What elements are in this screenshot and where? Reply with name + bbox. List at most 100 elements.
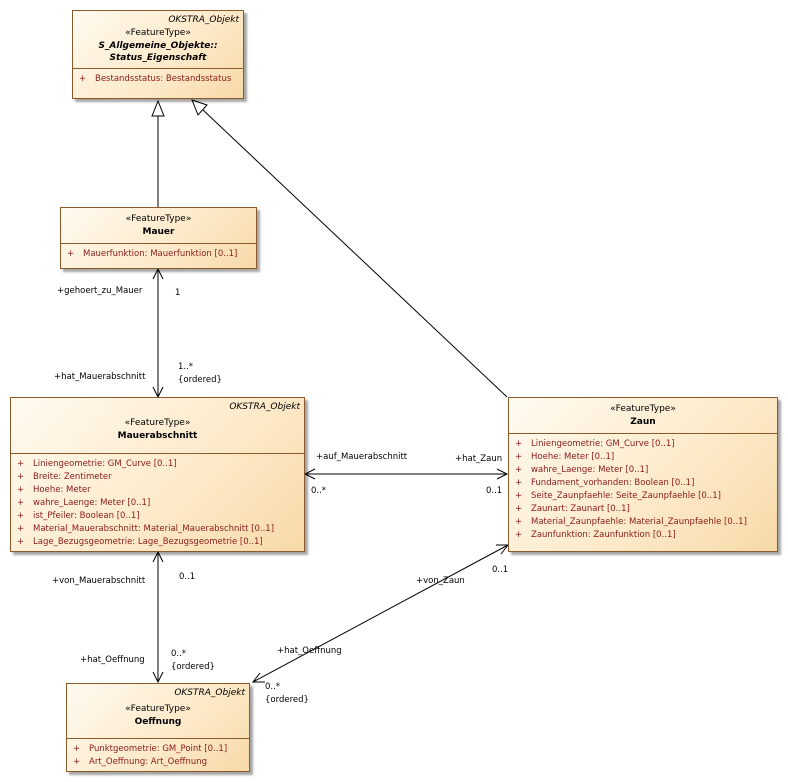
arrowhead-to-mauer bbox=[152, 267, 164, 280]
visibility-marker: + bbox=[17, 524, 25, 534]
generalization-arrowhead-mauer bbox=[151, 99, 165, 117]
arrowhead-to-zaun bbox=[496, 468, 509, 480]
attribute-text: ist_Pfeiler: Boolean [0..1] bbox=[33, 511, 140, 521]
attribute-text: Hoehe: Meter [0..1] bbox=[531, 452, 615, 462]
multiplicity-mauer: 1 bbox=[175, 288, 181, 298]
attribute-text: wahre_Laenge: Meter [0..1] bbox=[531, 465, 649, 475]
attribute-text: Punktgeometrie: GM_Point [0..1] bbox=[89, 744, 228, 754]
attribute-text: Mauerfunktion: Mauerfunktion [0..1] bbox=[83, 249, 238, 259]
attribute-text: Zaunart: Zaunart [0..1] bbox=[531, 504, 630, 514]
attribute-row: + Liniengeometrie: GM_Curve [0..1] bbox=[15, 458, 300, 471]
attribute-row: + Mauerfunktion: Mauerfunktion [0..1] bbox=[65, 248, 252, 261]
class-header: «FeatureType» Mauer bbox=[61, 208, 256, 244]
visibility-marker: + bbox=[515, 478, 523, 488]
attribute-row: + Punktgeometrie: GM_Point [0..1] bbox=[71, 743, 245, 756]
tagged-value: OKSTRA_Objekt bbox=[168, 15, 239, 25]
attribute-text: Material_Zaunpfaehle: Material_Zaunpfaeh… bbox=[531, 517, 747, 527]
attribute-list: + Mauerfunktion: Mauerfunktion [0..1] bbox=[61, 244, 256, 265]
multiplicity-hat-zaun: 0..1 bbox=[486, 486, 503, 496]
visibility-marker: + bbox=[79, 74, 87, 84]
visibility-marker: + bbox=[67, 249, 75, 259]
visibility-marker: + bbox=[515, 439, 523, 449]
visibility-marker: + bbox=[515, 452, 523, 462]
class-name: Mauerabschnitt bbox=[117, 431, 198, 441]
class-name-package: S_Allgemeine_Objekte:: bbox=[98, 41, 218, 51]
attribute-row: + Art_Oeffnung: Art_Oeffnung bbox=[71, 756, 245, 769]
class-mauer[interactable]: «FeatureType» Mauer + Mauerfunktion: Maue… bbox=[60, 207, 257, 269]
class-zaun[interactable]: «FeatureType» Zaun + Liniengeometrie: GM_… bbox=[508, 397, 778, 552]
stereotype: «FeatureType» bbox=[125, 28, 191, 38]
attribute-list: + Liniengeometrie: GM_Curve [0..1] +Breite… bbox=[11, 454, 304, 553]
attribute-text: wahre_Laenge: Meter [0..1] bbox=[33, 498, 151, 508]
visibility-marker: + bbox=[515, 465, 523, 475]
role-hat-mauerabschnitt: +hat_Mauerabschnitt bbox=[54, 372, 146, 382]
visibility-marker: + bbox=[17, 459, 25, 469]
visibility-marker: + bbox=[73, 744, 81, 754]
attribute-row: + Hoehe: Meter [0..1] bbox=[513, 451, 773, 464]
attribute-list: + Liniengeometrie: GM_Curve [0..1] + Hoehe:… bbox=[509, 434, 777, 546]
stereotype: «FeatureType» bbox=[124, 418, 191, 428]
attribute-text: Zaunfunktion: Zaunfunktion [0..1] bbox=[531, 530, 676, 540]
multiplicity-auf-mauerabschnitt: 0..* bbox=[311, 486, 327, 496]
attribute-row: + Material_Mauerabschnitt: Material_Mauer… bbox=[15, 523, 300, 536]
arrowhead-to-oeffnung-right bbox=[251, 672, 265, 683]
role-von-mauerabschnitt: +von_Mauerabschnitt bbox=[52, 576, 146, 586]
multiplicity-von-mauerabschnitt: 0..1 bbox=[179, 572, 196, 582]
constraint-ordered-oeffnung-right: {ordered} bbox=[265, 695, 309, 705]
visibility-marker: + bbox=[17, 511, 25, 521]
role-von-zaun: +von_Zaun bbox=[416, 576, 465, 586]
association-zaun-oeffnung bbox=[252, 544, 509, 683]
role-hat-oeffnung-right: +hat_Oeffnung bbox=[277, 646, 342, 656]
attribute-text: Liniengeometrie: GM_Curve [0..1] bbox=[33, 459, 177, 469]
visibility-marker: + bbox=[17, 472, 25, 482]
role-hat-oeffnung-left: +hat_Oeffnung bbox=[80, 655, 145, 665]
visibility-marker: + bbox=[17, 485, 25, 495]
visibility-marker: + bbox=[73, 757, 81, 767]
constraint-ordered-mauerabschnitt: {ordered} bbox=[178, 375, 222, 385]
tagged-value: OKSTRA_Objekt bbox=[174, 688, 245, 698]
arrowhead-to-mauerabschnitt-v bbox=[152, 550, 164, 563]
class-header: OKSTRA_Objekt «FeatureType» Mauerabschni… bbox=[11, 398, 304, 454]
attribute-row: + Zaunfunktion: Zaunfunktion [0..1] bbox=[513, 529, 773, 542]
multiplicity-oeffnung-right: 0..* bbox=[265, 682, 281, 692]
role-auf-mauerabschnitt: +auf_Mauerabschnitt bbox=[316, 452, 408, 462]
multiplicity-mauerabschnitt: 1..* bbox=[178, 362, 194, 372]
attribute-text: Material_Mauerabschnitt: Material_Mauera… bbox=[33, 524, 275, 534]
attribute-row: +Hoehe: Meter bbox=[15, 484, 300, 497]
class-name: Status_Eigenschaft bbox=[109, 53, 207, 63]
class-header: OKSTRA_Objekt «FeatureType» Oeffnung bbox=[67, 684, 249, 739]
class-name: Mauer bbox=[142, 227, 175, 237]
visibility-marker: + bbox=[515, 530, 523, 540]
attribute-row: +Seite_Zaunpfaehle: Seite_Zaunpfaehle [0… bbox=[513, 490, 773, 503]
visibility-marker: + bbox=[17, 537, 25, 547]
attribute-row: +Breite: Zentimeter bbox=[15, 471, 300, 484]
attribute-text: Liniengeometrie: GM_Curve [0..1] bbox=[531, 439, 675, 449]
visibility-marker: + bbox=[17, 498, 25, 508]
arrowhead-to-oeffnung-left bbox=[152, 671, 164, 684]
attribute-row: + Liniengeometrie: GM_Curve [0..1] bbox=[513, 438, 773, 451]
constraint-ordered-oeffnung-left: {ordered} bbox=[171, 662, 215, 672]
multiplicity-von-zaun: 0..1 bbox=[492, 565, 509, 575]
attribute-row: + Bestandsstatus: Bestandsstatus bbox=[77, 73, 239, 86]
class-header: OKSTRA_Objekt «FeatureType» S_Allgemeine… bbox=[73, 11, 243, 69]
class-status-eigenschaft[interactable]: OKSTRA_Objekt «FeatureType» S_Allgemeine… bbox=[72, 10, 244, 99]
visibility-marker: + bbox=[515, 504, 523, 514]
attribute-row: + Zaunart: Zaunart [0..1] bbox=[513, 503, 773, 516]
visibility-marker: + bbox=[515, 491, 523, 501]
class-header: «FeatureType» Zaun bbox=[509, 398, 777, 434]
class-oeffnung[interactable]: OKSTRA_Objekt «FeatureType» Oeffnung + Pu… bbox=[66, 683, 250, 772]
attribute-list: + Punktgeometrie: GM_Point [0..1] + Art_Oef… bbox=[67, 739, 249, 773]
multiplicity-oeffnung-left: 0..* bbox=[171, 649, 187, 659]
attribute-row: + ist_Pfeiler: Boolean [0..1] bbox=[15, 510, 300, 523]
attribute-text: Bestandsstatus: Bestandsstatus bbox=[95, 74, 232, 84]
attribute-row: + Material_Zaunpfaehle: Material_Zaunpfae… bbox=[513, 516, 773, 529]
attribute-text: Lage_Bezugsgeometrie: Lage_Bezugsgeometr… bbox=[33, 537, 263, 547]
attribute-row: + Lage_Bezugsgeometrie: Lage_Bezugsgeomet… bbox=[15, 536, 300, 549]
role-hat-zaun: +hat_Zaun bbox=[455, 454, 503, 464]
stereotype: «FeatureType» bbox=[610, 404, 676, 414]
attribute-text: Fundament_vorhanden: Boolean [0..1] bbox=[531, 478, 695, 488]
visibility-marker: + bbox=[515, 517, 523, 527]
attribute-text: Art_Oeffnung: Art_Oeffnung bbox=[89, 757, 208, 767]
class-mauerabschnitt[interactable]: OKSTRA_Objekt «FeatureType» Mauerabschni… bbox=[10, 397, 305, 552]
